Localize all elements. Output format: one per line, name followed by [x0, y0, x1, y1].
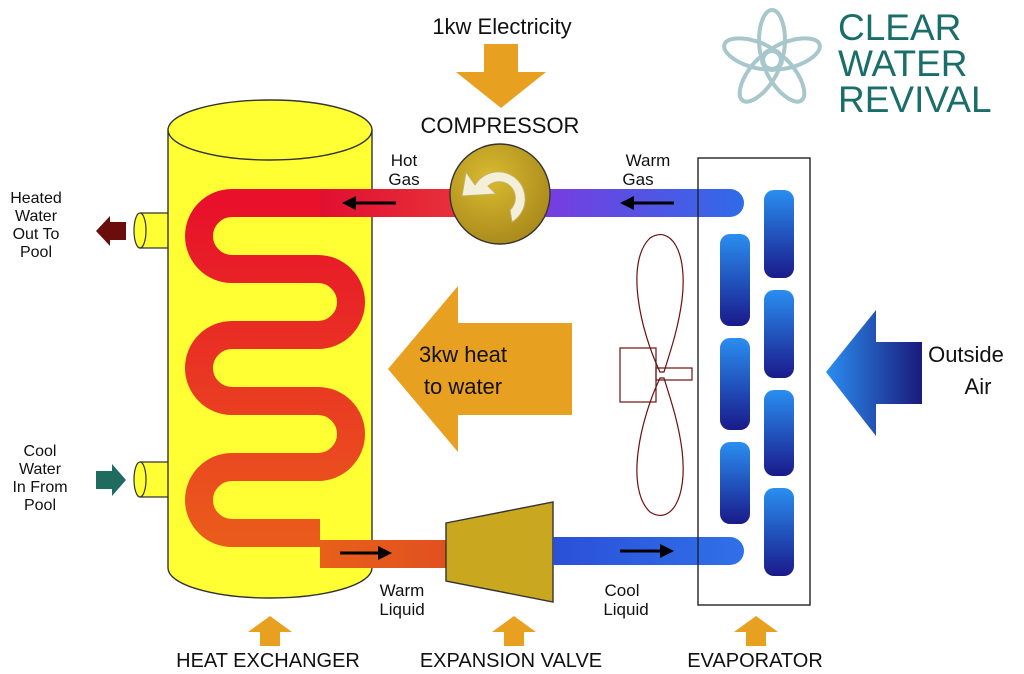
electricity-label: 1kw Electricity	[432, 14, 571, 39]
heat-transfer-label-1: 3kw heat	[419, 342, 507, 367]
evaporator	[697, 157, 811, 606]
compressor	[449, 143, 551, 245]
cool-liquid-label-2: Liquid	[603, 600, 648, 619]
logo-line-1: CLEAR	[838, 7, 961, 48]
heated-water-out-arrow	[96, 216, 126, 246]
evaporator-fin	[764, 390, 794, 476]
warm-gas-label-1: Warm	[626, 151, 671, 170]
cool-water-label-3: In From	[12, 479, 67, 496]
logo: CLEAR WATER REVIVAL	[722, 7, 992, 120]
cool-liquid-label-1: Cool	[605, 581, 640, 600]
expansion-valve-pointer	[492, 616, 536, 646]
heat-exchanger-label: HEAT EXCHANGER	[176, 650, 360, 672]
logo-line-2: WATER	[838, 43, 967, 84]
electricity-arrow	[456, 44, 546, 108]
evaporator-fin	[720, 442, 750, 524]
flower-icon	[722, 8, 822, 104]
outside-air-label-2: Air	[965, 374, 992, 399]
heated-water-label-2: Water	[15, 208, 58, 225]
warm-liquid-label-1: Warm	[380, 581, 425, 600]
cool-water-in-arrow	[96, 464, 126, 496]
heated-water-label-1: Heated	[10, 190, 62, 207]
fan-icon	[619, 234, 693, 516]
outside-air-arrow	[826, 310, 922, 436]
hot-gas-flow-arrow	[342, 196, 396, 210]
heat-transfer-label-2: to water	[424, 374, 502, 399]
hot-gas-label-2: Gas	[388, 170, 419, 189]
compressor-label: COMPRESSOR	[421, 113, 580, 138]
heat-exchanger-pointer	[248, 616, 292, 646]
evaporator-fin	[764, 290, 794, 378]
evaporator-fin	[764, 488, 794, 576]
evaporator-pointer	[734, 616, 778, 646]
warm-liquid-label-2: Liquid	[379, 600, 424, 619]
cool-water-label-4: Pool	[24, 497, 56, 514]
warm-gas-label-2: Gas	[622, 170, 653, 189]
evaporator-fin	[764, 190, 794, 278]
expansion-valve	[445, 501, 554, 603]
warm-liquid-flow-arrow	[340, 546, 392, 560]
cool-liquid-flow-arrow	[620, 544, 674, 558]
heated-water-label-3: Out To	[13, 226, 60, 243]
outside-air-label-1: Outside	[928, 342, 1004, 367]
expansion-valve-label: EXPANSION VALVE	[420, 650, 602, 672]
evaporator-fin	[720, 338, 750, 430]
condenser-coil	[185, 189, 445, 547]
logo-line-3: REVIVAL	[838, 79, 992, 120]
hot-gas-label-1: Hot	[391, 151, 418, 170]
heat-transfer-arrow	[388, 286, 572, 452]
rotation-icon	[461, 170, 526, 223]
cool-water-label-1: Cool	[24, 443, 57, 460]
cool-water-label-2: Water	[19, 461, 62, 478]
warm-gas-flow-arrow	[620, 196, 674, 210]
heated-water-label-4: Pool	[20, 244, 52, 261]
evaporator-fin	[720, 234, 750, 326]
evaporator-label: EVAPORATOR	[687, 650, 823, 672]
